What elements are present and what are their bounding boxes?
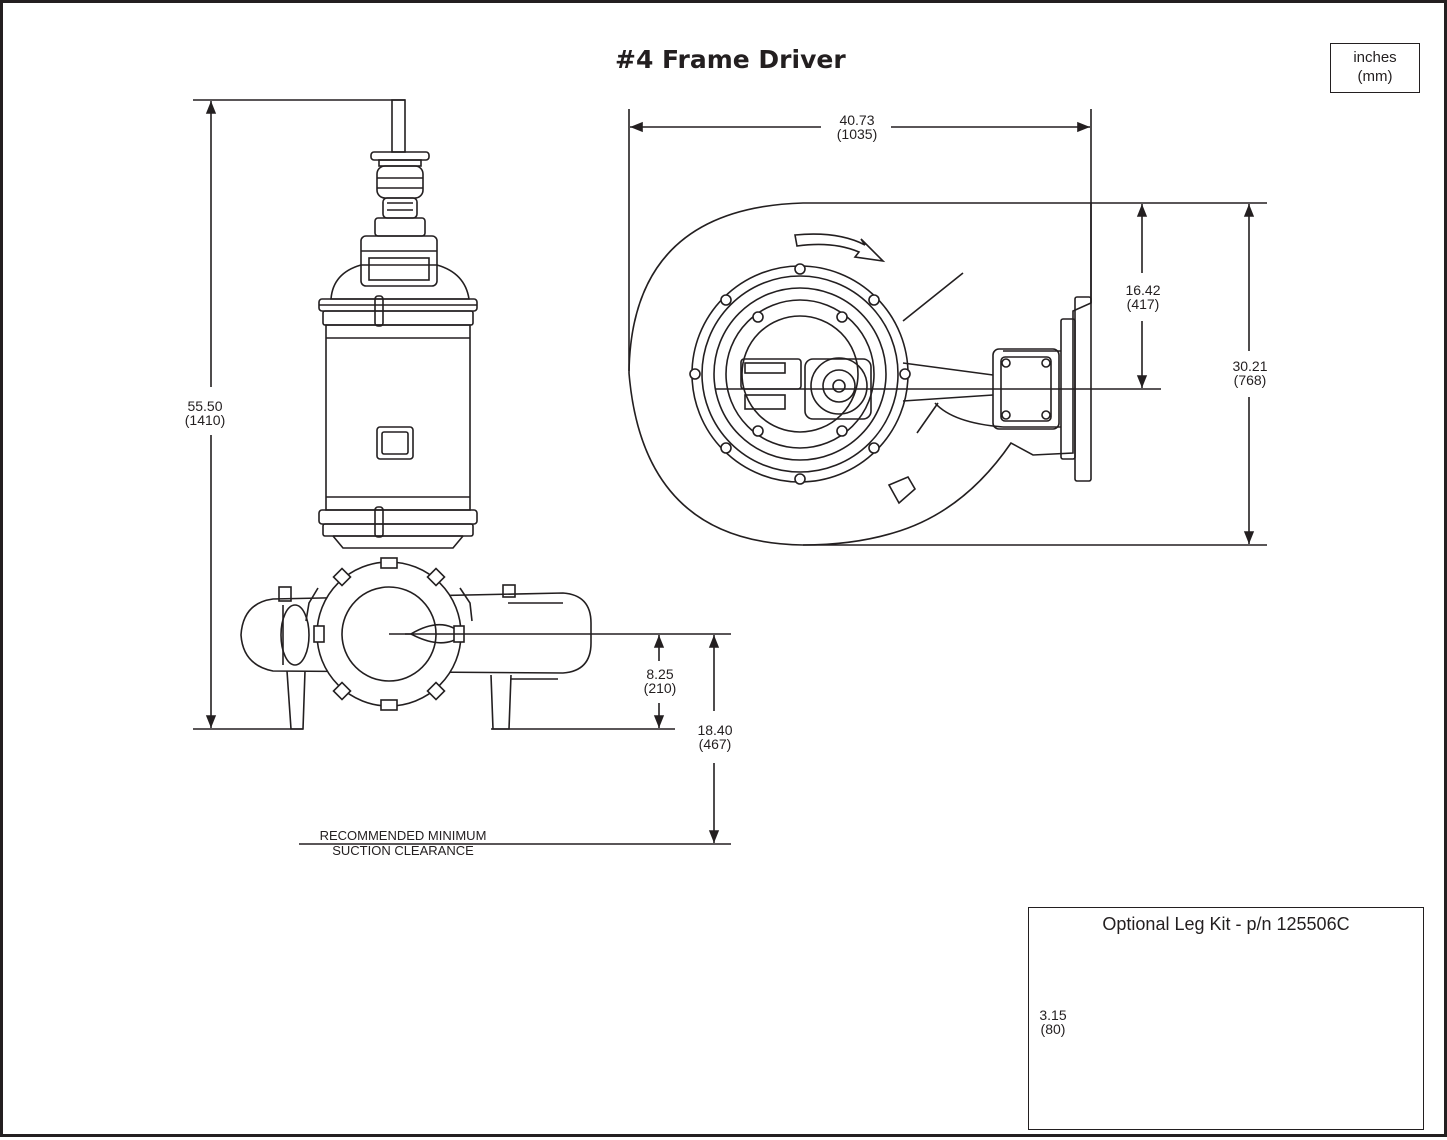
top-view-dimensions (628, 109, 1267, 546)
flange-bolt-notches (313, 557, 465, 711)
units-box: inches (mm) (1330, 43, 1420, 93)
units-mm: (mm) (1357, 68, 1393, 85)
dim-overall-depth: 30.21 (768) (1224, 359, 1276, 387)
dim-discharge-height: 8.25 (210) (635, 667, 685, 695)
dim-suction-clearance: 18.40 (467) (690, 723, 740, 751)
clearance-note-line2: SUCTION CLEARANCE (332, 843, 474, 858)
page-title: #4 Frame Driver (615, 45, 846, 74)
side-view-dimensions (193, 99, 731, 845)
dim-leg-height-mm: (80) (1040, 1021, 1066, 1037)
leg-kit-box: Optional Leg Kit - p/n 125506C 3.15 (80) (1028, 907, 1424, 1130)
dim-centerline-to-discharge: 16.42 (417) (1117, 283, 1169, 311)
dim-centerline-mm: (417) (1126, 296, 1160, 312)
dim-overall-height-in: 55.50 (187, 398, 223, 414)
dim-centerline-in: 16.42 (1125, 282, 1161, 298)
dim-suction-clearance-in: 18.40 (697, 722, 733, 738)
dim-overall-width: 40.73 (1035) (825, 113, 889, 141)
dim-overall-height-mm: (1410) (184, 412, 226, 428)
units-inches: inches (1353, 49, 1397, 66)
dim-overall-depth-mm: (768) (1233, 372, 1267, 388)
dim-discharge-height-in: 8.25 (646, 666, 674, 682)
clearance-note-line1: RECOMMENDED MINIMUM (319, 828, 487, 843)
dim-overall-width-mm: (1035) (836, 126, 878, 142)
dim-leg-height-in: 3.15 (1039, 1007, 1067, 1023)
dim-overall-height: 55.50 (1410) (175, 399, 235, 427)
dim-overall-width-in: 40.73 (839, 112, 875, 128)
leg-kit-title: Optional Leg Kit - p/n 125506C (1102, 914, 1350, 934)
dim-leg-height: 3.15 (80) (1035, 1008, 1071, 1036)
suction-clearance-note: RECOMMENDED MINIMUM SUCTION CLEARANCE (293, 828, 513, 858)
dim-suction-clearance-mm: (467) (698, 736, 732, 752)
dim-discharge-height-mm: (210) (643, 680, 677, 696)
pump-side-view (240, 99, 592, 730)
dim-overall-depth-in: 30.21 (1232, 358, 1268, 374)
pump-top-view (628, 202, 1092, 546)
